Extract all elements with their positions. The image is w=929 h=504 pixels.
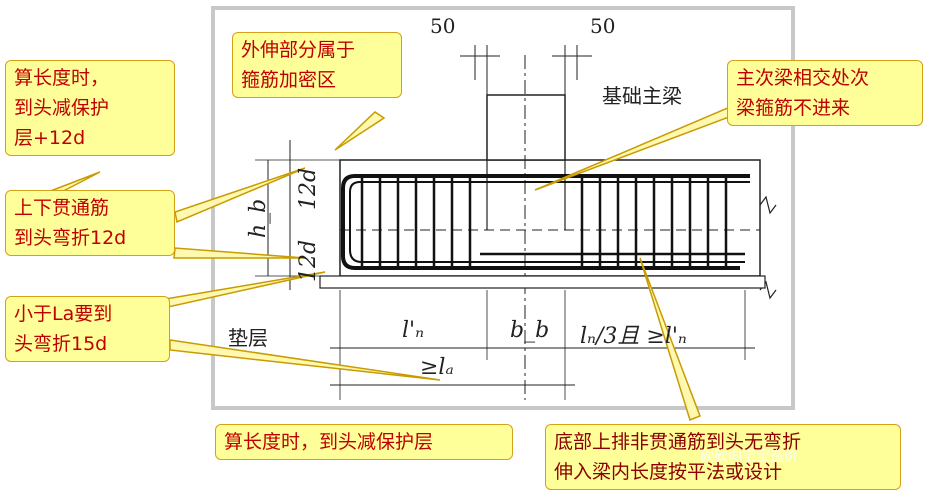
callout-main-secondary: 主次梁相交处次 梁箍筋不进来 bbox=[727, 60, 923, 126]
arrow-through-bottom bbox=[173, 247, 306, 259]
arrow-la bbox=[169, 339, 441, 381]
cushion-label: 垫层 bbox=[228, 326, 268, 350]
callout-length-bottom: 算长度时，到头减保护层 bbox=[215, 424, 513, 460]
callout-main-secondary-text: 主次梁相交处次 梁箍筋不进来 bbox=[736, 67, 870, 119]
callout-extension-text: 外伸部分属于 箍筋加密区 bbox=[241, 39, 356, 91]
callout-length-top-text: 算长度时， 到头减保护 层+12d bbox=[14, 67, 110, 149]
callout-bottom-non-through: 底部上排非贯通筋到头无弯折 伸入梁内长度按平法或设计 bbox=[545, 424, 901, 490]
callout-through-bars: 上下贯通筋 到头弯折12d bbox=[5, 190, 175, 256]
la-label: ≥lₐ bbox=[420, 355, 454, 380]
bb-label: b_b bbox=[510, 318, 550, 343]
cushion-layer bbox=[319, 275, 766, 289]
hook-top-label: 12d bbox=[296, 167, 321, 210]
break-mark-top bbox=[759, 195, 777, 215]
callout-length-bottom-text: 算长度时，到头减保护层 bbox=[224, 431, 434, 453]
stirrups bbox=[360, 176, 728, 268]
arrow-extension bbox=[334, 111, 386, 151]
watermark: 砍砍向宝宝造价 bbox=[700, 449, 798, 465]
callout-length-top: 算长度时， 到头减保护 层+12d bbox=[5, 60, 175, 156]
callout-through-bars-text: 上下贯通筋 到头弯折12d bbox=[14, 197, 127, 249]
through-bar bbox=[341, 174, 750, 270]
hb-label: h_b bbox=[246, 198, 271, 238]
callout-less-than-la: 小于La要到 头弯折15d bbox=[5, 296, 170, 362]
hook-bottom-label: 12d bbox=[296, 239, 321, 282]
ln-left-label: l'ₙ bbox=[402, 318, 424, 343]
ln-right-label: lₙ/3且 ≥l'ₙ bbox=[580, 324, 687, 349]
dim-50-left: 50 bbox=[430, 14, 456, 38]
arrow-bottom-non-through bbox=[639, 257, 701, 421]
callout-extension: 外伸部分属于 箍筋加密区 bbox=[232, 32, 402, 98]
main-beam-stub bbox=[486, 94, 566, 161]
callout-less-than-la-text: 小于La要到 头弯折15d bbox=[14, 303, 113, 355]
callout-bottom-non-through-text: 底部上排非贯通筋到头无弯折 伸入梁内长度按平法或设计 bbox=[554, 431, 802, 483]
callout-arrows bbox=[38, 89, 775, 421]
dim-50-right: 50 bbox=[590, 14, 616, 38]
arrow-through-top bbox=[174, 167, 306, 224]
beam-label: 基础主梁 bbox=[602, 84, 682, 108]
inner-bar bbox=[349, 181, 750, 263]
